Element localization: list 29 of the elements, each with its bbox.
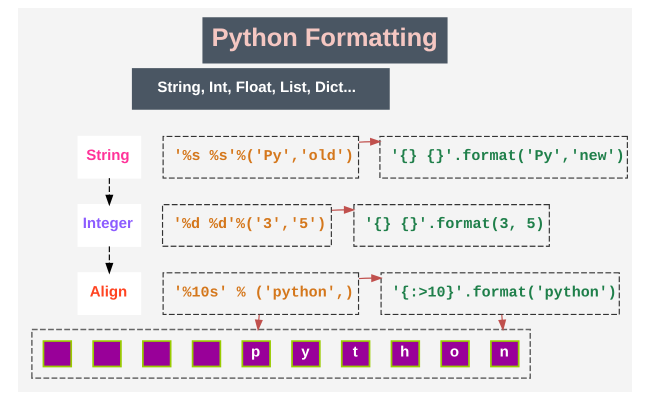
node-box: n [490,340,520,368]
node-box: y [291,340,321,368]
arrow [105,246,114,274]
arrow [105,178,114,206]
arrow [358,274,383,282]
node-box: '%d %d'%('3','5') [162,204,332,247]
node-box: '%10s' % ('python',) [162,272,360,316]
node-box: o [440,340,470,368]
node-box: '{:>10}'.format('python') [380,272,620,316]
label: String, Int, Float, List, Dict... [157,78,356,96]
cluster [31,328,531,379]
node-box: h [390,340,420,368]
node-box: Integer [78,204,142,247]
arrow [254,314,263,332]
node-box [42,340,72,368]
arrow [332,206,356,214]
diagram-title: Python Formatting [212,24,438,52]
node-box [92,340,122,368]
node-box [142,340,172,368]
node-box: '{} {}'.format(3, 5) [353,204,550,247]
node-box [192,340,222,368]
node-box: '%s %s'%('Py','old') [162,136,360,179]
node-box: String [78,136,142,179]
node-box: t [340,340,370,368]
node-box: '{} {}'.format('Py','new') [379,136,628,179]
node-box: Align [78,272,142,316]
arrow [498,314,506,332]
node-box: p [241,340,271,368]
arrow [358,138,382,146]
